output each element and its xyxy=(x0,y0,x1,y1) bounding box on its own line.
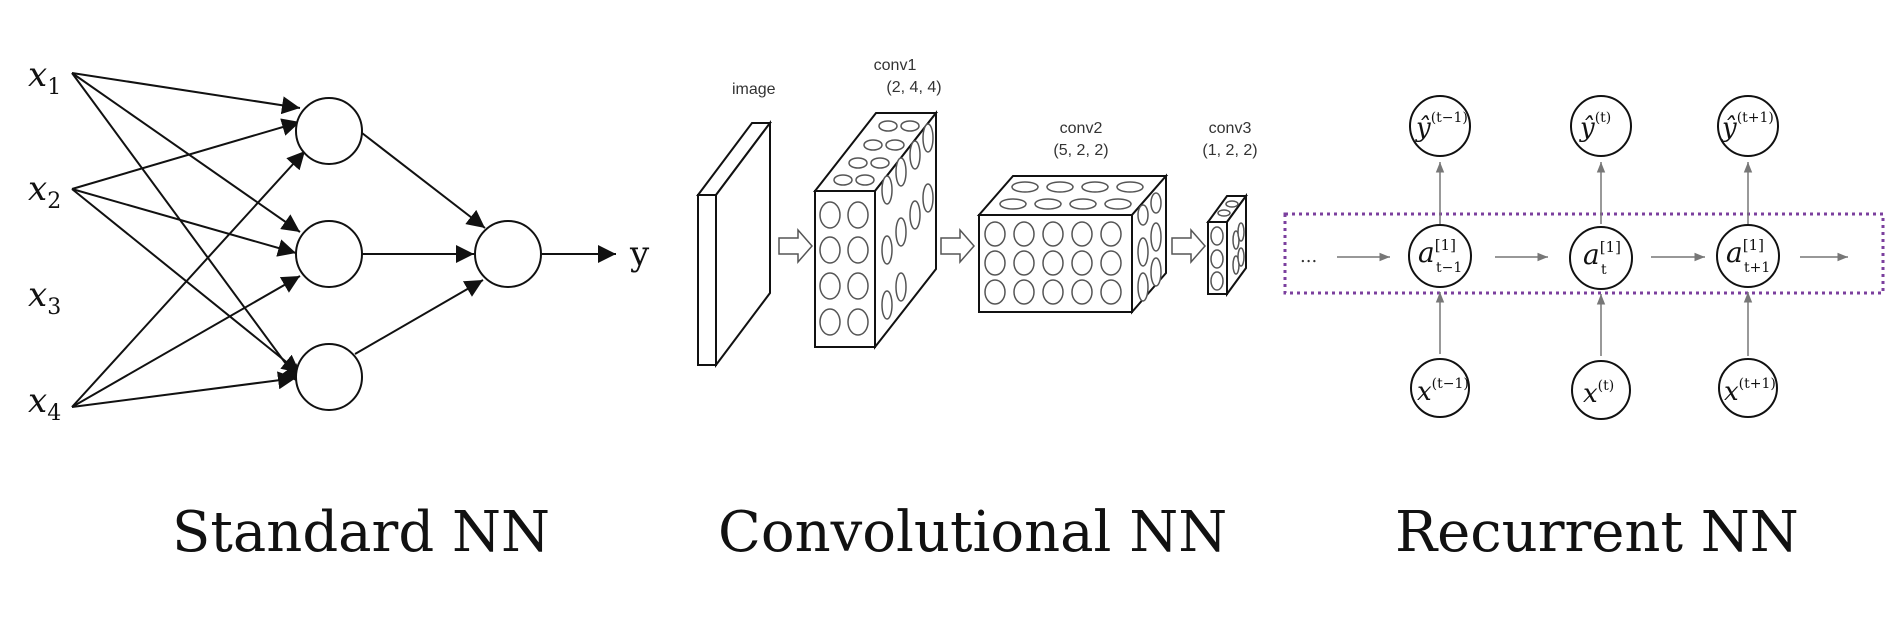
edge-x2-h2 xyxy=(71,188,297,257)
conv2-front-cells xyxy=(984,221,1122,305)
rnn-output-label-2: ŷ(t) xyxy=(1579,110,1611,143)
input-x3-label: x3 xyxy=(28,275,61,320)
conv1-top-cells xyxy=(833,120,920,186)
rnn-input-node-1 xyxy=(1410,358,1470,418)
image-slab xyxy=(696,120,772,368)
rnn-input-node-3 xyxy=(1718,358,1778,418)
caption-standard-nn: Standard NN xyxy=(172,500,550,565)
input-x2-label: x2 xyxy=(28,169,61,214)
edge-x4-h3 xyxy=(71,371,297,408)
rnn-hidden-node-1 xyxy=(1408,224,1472,288)
conv1-block xyxy=(812,110,939,350)
conv3-shape: (1, 2, 2) xyxy=(1202,142,1257,159)
conv2-top-cells xyxy=(999,181,1144,210)
conv-nn: image c xyxy=(696,57,1258,368)
rnn-input-label-1: x(t−1) xyxy=(1417,376,1469,407)
output-y-label: y xyxy=(629,234,650,274)
flow-arrow-1 xyxy=(778,228,813,264)
rnn-hidden-label-3: a[1]t+1 xyxy=(1726,236,1770,276)
recurrent-nn: ... ŷ(t−1) ŷ(t) ŷ(t+1) a[1]t−1 a[1]t a[1… xyxy=(1283,95,1885,420)
flow-arrow-3 xyxy=(1171,228,1206,264)
rnn-output-node-1 xyxy=(1409,95,1471,157)
conv2-shape: (5, 2, 2) xyxy=(1053,142,1108,159)
edge-h1-out xyxy=(361,132,486,229)
rnn-output-node-3 xyxy=(1717,95,1779,157)
hidden-node-3 xyxy=(295,343,363,411)
edge-x1-h2 xyxy=(71,72,301,233)
caption-convolutional-nn: Convolutional NN xyxy=(718,500,1228,565)
rnn-hidden-label-1: a[1]t−1 xyxy=(1418,236,1462,276)
rnn-hidden-label-2: a[1]t xyxy=(1583,238,1621,278)
edge-x1-h1 xyxy=(71,72,301,115)
recurrent-layer-box xyxy=(1283,212,1885,295)
rnn-ellipsis: ... xyxy=(1300,246,1317,267)
edge-x4-h1 xyxy=(71,150,306,408)
conv1-front-cells xyxy=(819,201,869,336)
rnn-output-node-2 xyxy=(1570,95,1632,157)
edge-h3-out xyxy=(354,279,484,355)
output-node xyxy=(474,220,542,288)
edge-x4-h2 xyxy=(71,275,301,408)
hidden-node-2 xyxy=(295,220,363,288)
conv2-block xyxy=(976,173,1169,315)
edge-x2-h1 xyxy=(71,118,301,190)
rnn-input-label-3: x(t+1) xyxy=(1724,376,1776,407)
conv3-name: conv3 xyxy=(1209,120,1252,137)
conv1-shape: (2, 4, 4) xyxy=(886,79,941,96)
rnn-input-node-2 xyxy=(1571,360,1631,420)
hidden-node-1 xyxy=(295,97,363,165)
input-x1-label: x1 xyxy=(28,55,61,100)
rnn-hidden-node-3 xyxy=(1716,224,1780,288)
standard-nn: x1 x2 x3 x4 y xyxy=(28,55,650,426)
conv1-name: conv1 xyxy=(874,57,917,74)
standard-nn-edges xyxy=(71,72,616,408)
rnn-output-label-3: ŷ(t+1) xyxy=(1721,110,1774,143)
conv2-side-cells xyxy=(1137,192,1162,302)
rnn-hidden-node-2 xyxy=(1569,226,1633,290)
flow-arrow-2 xyxy=(940,228,975,264)
input-x4-label: x4 xyxy=(28,381,61,426)
caption-recurrent-nn: Recurrent NN xyxy=(1395,500,1799,565)
conv1-side-cells xyxy=(881,123,934,320)
conv2-name: conv2 xyxy=(1060,120,1103,137)
rnn-output-label-1: ŷ(t−1) xyxy=(1415,110,1468,143)
rnn-input-label-2: x(t) xyxy=(1583,378,1614,409)
edge-x1-h3 xyxy=(71,72,301,384)
image-label: image xyxy=(732,81,776,98)
conv3-block xyxy=(1206,192,1248,298)
